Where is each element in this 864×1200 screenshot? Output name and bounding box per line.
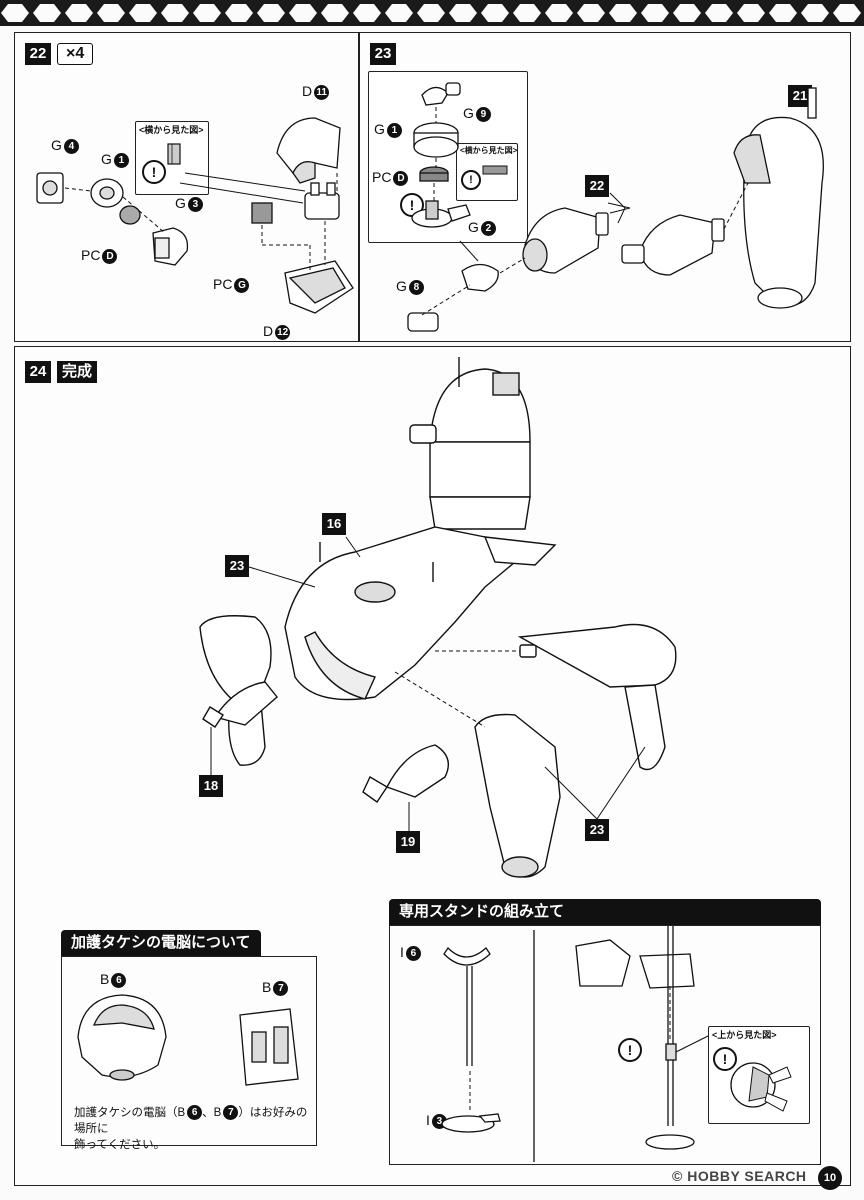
step-22-quantity: ×4 [57, 43, 94, 65]
side-view-inset-title: <横から見た図> [460, 146, 518, 155]
callout-19: 19 [396, 831, 420, 853]
brain-section-title: 加護タケシの電脳について [61, 930, 261, 956]
warning-icon: ! [713, 1047, 737, 1071]
warning-icon: ! [142, 160, 166, 184]
callout-21: 21 [788, 85, 812, 107]
top-view-drawing [730, 1062, 792, 1112]
callout-23-left: 23 [225, 555, 249, 577]
step-23-number: 23 [370, 43, 396, 65]
step-22-assembly-drawing [36, 117, 354, 314]
stand-assembly-drawing [441, 926, 709, 1162]
side-view-inset: <横から見た図> ! [456, 143, 518, 201]
watermark-logo: © HOBBY SEARCH [672, 1168, 807, 1184]
callout-16: 16 [322, 513, 346, 535]
hexagon-header-bar [0, 0, 864, 26]
top-view-inset: <上から見た図> ! [708, 1026, 810, 1124]
side-view-part-drawing [482, 165, 508, 175]
page-number: 10 [818, 1166, 842, 1190]
side-view-inset-title: <横から見た図> [139, 125, 204, 135]
brain-parts-drawing [77, 994, 299, 1086]
step-24-title: 完成 [57, 361, 98, 383]
callout-18: 18 [199, 775, 223, 797]
callout-22: 22 [585, 175, 609, 197]
top-view-inset-title: <上から見た図> [712, 1030, 777, 1040]
stand-section-title: 専用スタンドの組み立て [389, 899, 821, 925]
warning-icon: ! [461, 170, 481, 190]
side-view-inset: <横から見た図> ! [135, 121, 209, 195]
step-23-assembly-drawing [407, 82, 824, 332]
step-24-panel: 24 完成 16 23 18 19 23 [14, 346, 851, 1186]
callout-23-right: 23 [585, 819, 609, 841]
watermark-symbol: © [672, 1168, 683, 1184]
side-view-part-drawing [167, 143, 181, 165]
completed-tachikoma-drawing [199, 357, 677, 878]
step-24-number: 24 [25, 361, 51, 383]
step-22-number: 22 [25, 43, 51, 65]
warning-icon: ! [618, 1038, 642, 1062]
